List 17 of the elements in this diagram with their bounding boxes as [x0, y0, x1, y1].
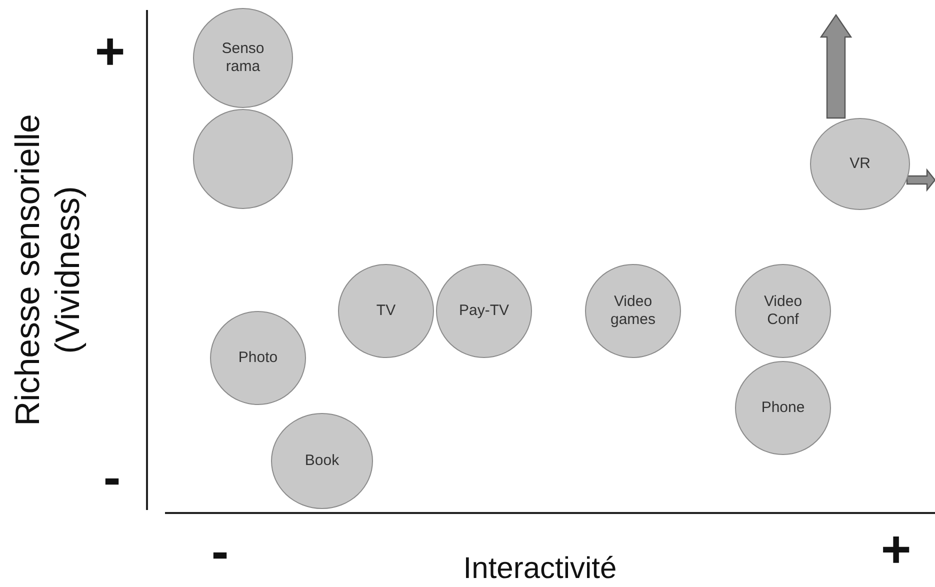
node-label: Video games	[609, 293, 657, 329]
node-label: Photo	[238, 349, 278, 367]
node-label: Book	[304, 452, 340, 470]
axis-title: Interactivité	[462, 552, 618, 586]
node-label: TV	[376, 302, 396, 320]
node-label: Pay-TV	[458, 302, 509, 320]
node-label: Video Conf	[762, 293, 804, 329]
block-arrow	[906, 168, 935, 192]
axis-end-sign: +	[880, 520, 912, 580]
node-label: Phone	[761, 399, 805, 417]
axis-title: Richesse sensorielle (Vividness)	[8, 113, 88, 428]
block-arrow	[820, 14, 852, 119]
axis-end-sign: +	[94, 22, 126, 82]
axis-end-sign: -	[102, 448, 122, 508]
axis-end-sign: -	[210, 522, 230, 582]
node-label: VR	[850, 155, 870, 173]
node-label: Senso rama	[220, 40, 266, 76]
